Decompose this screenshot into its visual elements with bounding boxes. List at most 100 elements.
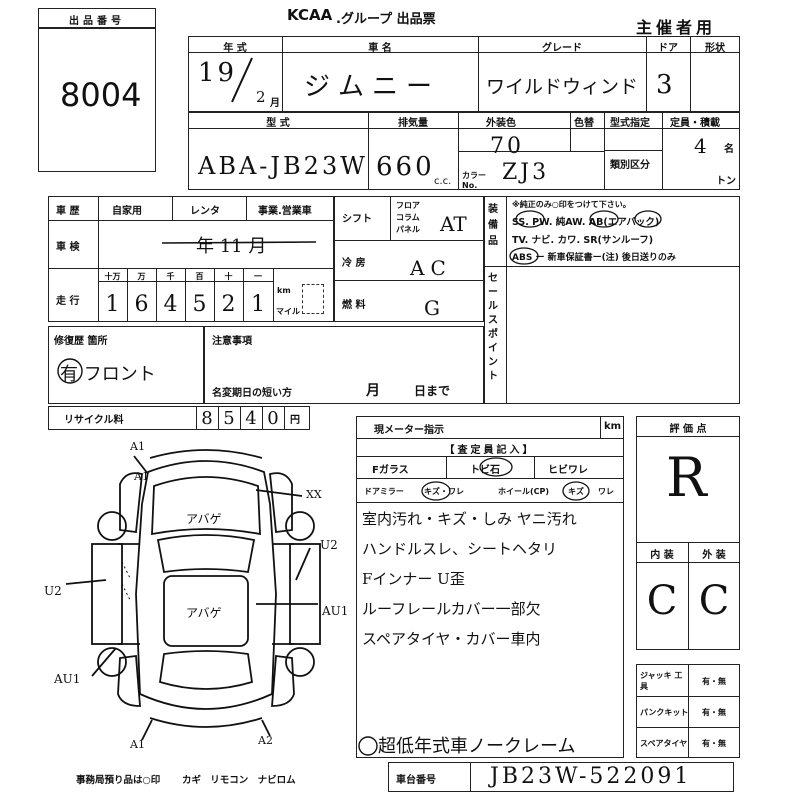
chassis-box bbox=[388, 762, 734, 792]
repair-value: 有 フロント bbox=[60, 364, 156, 385]
specs-table bbox=[334, 196, 484, 322]
meter-label: 現メーター指示 bbox=[374, 425, 444, 436]
organizer-label: 主催者用 bbox=[636, 18, 717, 37]
inspection-strike bbox=[161, 241, 317, 244]
shift-value: AT bbox=[440, 212, 467, 236]
grade-value: ワイルドウィンド bbox=[486, 76, 639, 98]
puncture-kit-value: 有・無 bbox=[702, 708, 726, 717]
mileage-digit: 6 bbox=[134, 292, 149, 317]
inspection-value: 年 11 月 bbox=[196, 236, 267, 257]
year-slash bbox=[231, 57, 253, 103]
mileage-digit: 1 bbox=[105, 292, 120, 317]
capacity-unit: 名 bbox=[724, 144, 734, 155]
short-term-month: 月 bbox=[366, 383, 380, 399]
ac-value: AC bbox=[410, 256, 452, 280]
diagram-mark: U2 bbox=[44, 584, 62, 598]
equipment-circles bbox=[509, 210, 662, 265]
diagram-mark: U2 bbox=[320, 538, 338, 552]
lot-number-box bbox=[38, 8, 156, 172]
repair-circle bbox=[57, 358, 83, 384]
diagram-mark: XX bbox=[306, 488, 322, 501]
inspector-title: 【査定員記入】 bbox=[444, 445, 536, 456]
grade-label: グレード bbox=[542, 43, 582, 54]
spare-tire-value: 有・無 bbox=[702, 739, 726, 748]
year-value: 19 bbox=[198, 58, 238, 88]
office-items-label: 事務局預り品は○印 bbox=[76, 775, 161, 786]
ac-label: 冷 房 bbox=[342, 258, 366, 269]
color-change-label: 色替 bbox=[574, 118, 594, 129]
digit-label-10: 十 bbox=[224, 272, 233, 281]
remark-line: 室内汚れ・キズ・しみ ヤニ汚れ bbox=[362, 510, 577, 528]
interior-label: 内 装 bbox=[650, 550, 674, 561]
km-unit: km bbox=[277, 286, 291, 295]
mirror-kizu-ware: キズ・ワレ bbox=[424, 487, 464, 496]
history-label: 車 歴 bbox=[56, 206, 80, 217]
remark-line: ルーフレールカバー一部欠 bbox=[362, 600, 541, 618]
lot-number-label: 出品番号 bbox=[69, 16, 125, 27]
shift-label: シフト bbox=[342, 214, 372, 225]
puncture-kit-label: パンクキット bbox=[640, 708, 689, 717]
mileage-label: 走 行 bbox=[56, 296, 80, 307]
wheel-kizu: キズ bbox=[568, 487, 584, 496]
recycle-digit: 4 bbox=[245, 408, 257, 429]
model-value: ABA-JB23W bbox=[198, 152, 368, 180]
door-mirror-label: ドアミラー bbox=[364, 487, 404, 496]
exterior-color-label: 外装色 bbox=[486, 118, 516, 129]
diagram-mark: A1 bbox=[130, 738, 145, 751]
tobi-ishi-label: トビ石 bbox=[470, 465, 500, 476]
jack-label: ジャッキ 工 具 bbox=[640, 671, 683, 691]
office-items: カギ リモコン ナビロム bbox=[182, 775, 296, 786]
digit-label-100: 百 bbox=[195, 272, 204, 281]
model-label: 型 式 bbox=[266, 118, 290, 129]
car-name-label: 車 名 bbox=[368, 43, 392, 54]
shift-panel: パネル bbox=[396, 225, 420, 234]
capacity-label: 定員・積載 bbox=[670, 118, 720, 129]
equipment-line-3: ABS ー 新車保証書ー(注) 後日送りのみ bbox=[512, 253, 676, 263]
displacement-label: 排気量 bbox=[398, 118, 428, 129]
chassis-label: 車台番号 bbox=[396, 775, 436, 786]
color-no-value: ZJ3 bbox=[502, 160, 550, 185]
car-name: ジムニー bbox=[304, 72, 441, 102]
jack-value: 有・無 bbox=[702, 677, 726, 686]
month-unit: 月 bbox=[270, 98, 280, 109]
equipment-title: 装 備 品 bbox=[488, 204, 498, 247]
year-label: 年 式 bbox=[223, 43, 247, 54]
rating-label: 評 価 点 bbox=[669, 424, 707, 435]
remark-line: スペアタイヤ・カバー車内 bbox=[362, 630, 541, 648]
cc-unit: c.c. bbox=[434, 176, 452, 187]
f-glass-label: Fガラス bbox=[372, 465, 409, 476]
recycle-digit: 8 bbox=[201, 408, 213, 429]
wheel-label: ホイール(CP) bbox=[498, 487, 550, 496]
inspection-label: 車 検 bbox=[56, 242, 80, 253]
digit-label-10k: 万 bbox=[137, 272, 146, 281]
diagram-inner-mark: アバゲ bbox=[186, 606, 222, 620]
rental-option: レンタ bbox=[190, 206, 220, 217]
lot-number: 8004 bbox=[60, 76, 142, 114]
vehicle-table bbox=[188, 36, 740, 190]
remark-line: Fインナー U歪 bbox=[362, 570, 465, 588]
diagram-mark: A1 bbox=[130, 440, 145, 453]
short-term-label: 名変期日の短い方 bbox=[212, 388, 292, 399]
recycle-unit: 円 bbox=[290, 415, 300, 426]
displacement-value: 660 bbox=[376, 152, 435, 182]
equipment-line-2: TV. ナビ. カワ. SR(サンルーフ) bbox=[512, 235, 654, 246]
mileage-digit: 1 bbox=[251, 292, 265, 317]
shift-floor: フロア bbox=[396, 201, 420, 210]
inspector-circles bbox=[421, 481, 590, 501]
notes-box bbox=[204, 326, 484, 404]
sales-points-label: セールスポイント bbox=[488, 273, 498, 382]
brand-logo: KCAA bbox=[287, 6, 333, 24]
short-term-day: 日まで bbox=[414, 384, 451, 398]
spare-tire-label: スペアタイヤ bbox=[640, 739, 688, 748]
tons-unit: トン bbox=[716, 176, 736, 187]
wheel-ware: ワレ bbox=[598, 487, 614, 496]
mile-unit: マイル bbox=[276, 307, 300, 316]
mileage-digit: 4 bbox=[163, 292, 178, 317]
diagram-mark: A1 bbox=[134, 470, 149, 483]
digit-label-1: 一 bbox=[254, 272, 262, 281]
digit-label-1k: 千 bbox=[166, 272, 175, 281]
equipment-line-1: SS. PW. 純AW. AB(エアバック) bbox=[512, 217, 660, 228]
diagram-mark: A2 bbox=[258, 734, 273, 747]
business-option: 事業.営業車 bbox=[258, 206, 312, 217]
repair-box bbox=[48, 326, 204, 404]
